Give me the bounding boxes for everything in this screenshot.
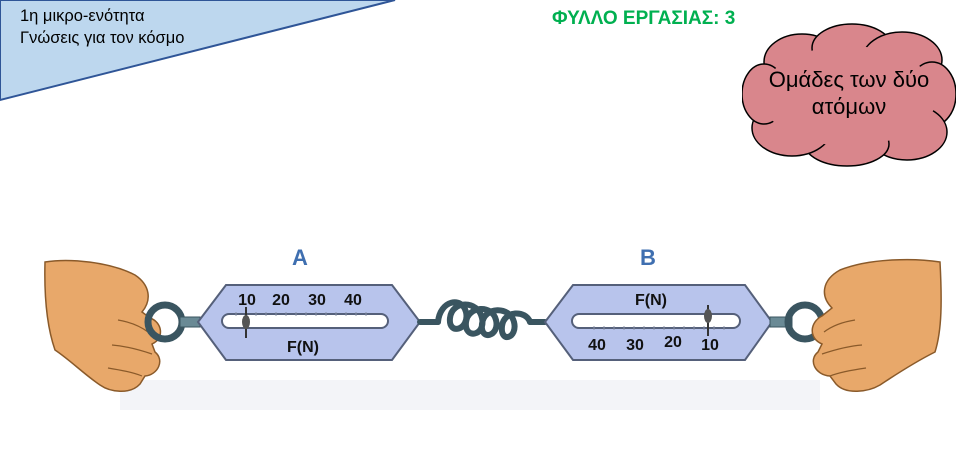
cloud-shape (742, 23, 956, 167)
cloud-text-line-1: Ομάδες των δύο (768, 67, 930, 92)
section-label: 1η μικρο-ενότητα (20, 7, 145, 25)
dynamometer-b-label: B (640, 245, 656, 270)
dynamometer-b-scale-label: 30 (626, 337, 644, 354)
dynamometer-b (543, 284, 774, 361)
header-panel (0, 0, 396, 102)
dynamometer-a-label: A (292, 245, 308, 270)
right-hand (811, 258, 942, 392)
section-subtitle: Γνώσεις για τον κόσμο (20, 29, 185, 47)
dynamometer-b-scale-label: 40 (588, 337, 606, 354)
cloud-text-line-2: ατόμων (811, 94, 887, 119)
dynamometer-b-unit: F(N) (635, 292, 667, 309)
dynamometer-b-scale-label: 10 (701, 337, 719, 354)
shadow-band (120, 380, 820, 410)
dynamometer-a-unit: F(N) (287, 339, 319, 356)
dynamometer-a-scale-label: 40 (344, 292, 362, 309)
worksheet-title: ΦΥΛΛΟ ΕΡΓΑΣΙΑΣ: 3 (552, 8, 736, 29)
dynamometer-a (196, 284, 422, 361)
dynamometer-a-scale-label: 30 (308, 292, 326, 309)
dynamometer-a-scale-label: 10 (238, 292, 256, 309)
dynamometer-b-scale-label: 20 (664, 334, 682, 351)
twisted-wire (417, 299, 548, 340)
dynamometer-a-scale-label: 20 (272, 292, 290, 309)
left-hand (44, 259, 162, 392)
